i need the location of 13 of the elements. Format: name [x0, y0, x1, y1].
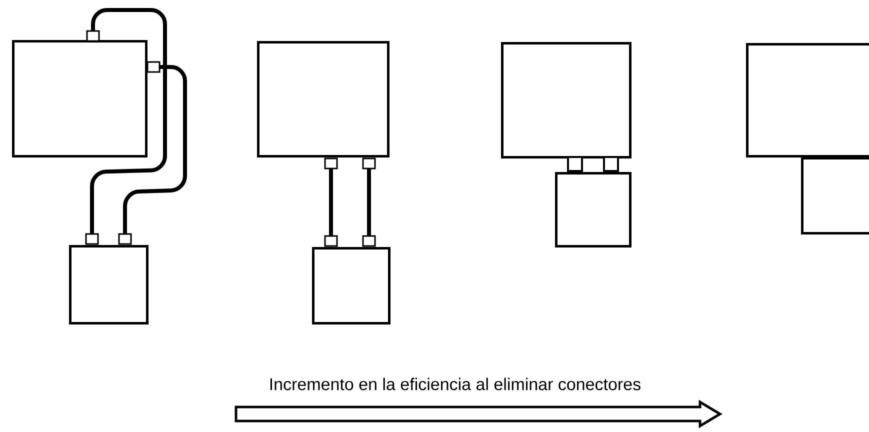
cable	[362, 158, 376, 247]
box	[69, 245, 148, 324]
box	[501, 42, 632, 158]
cable	[118, 61, 187, 245]
caption: Incremento en la eficiencia al eliminar conectores	[270, 378, 640, 390]
box	[746, 43, 869, 158]
box	[312, 247, 390, 324]
box	[257, 41, 390, 158]
box	[12, 40, 148, 158]
cable	[85, 8, 167, 245]
box	[555, 172, 632, 248]
cable	[324, 158, 338, 247]
box	[801, 157, 869, 234]
